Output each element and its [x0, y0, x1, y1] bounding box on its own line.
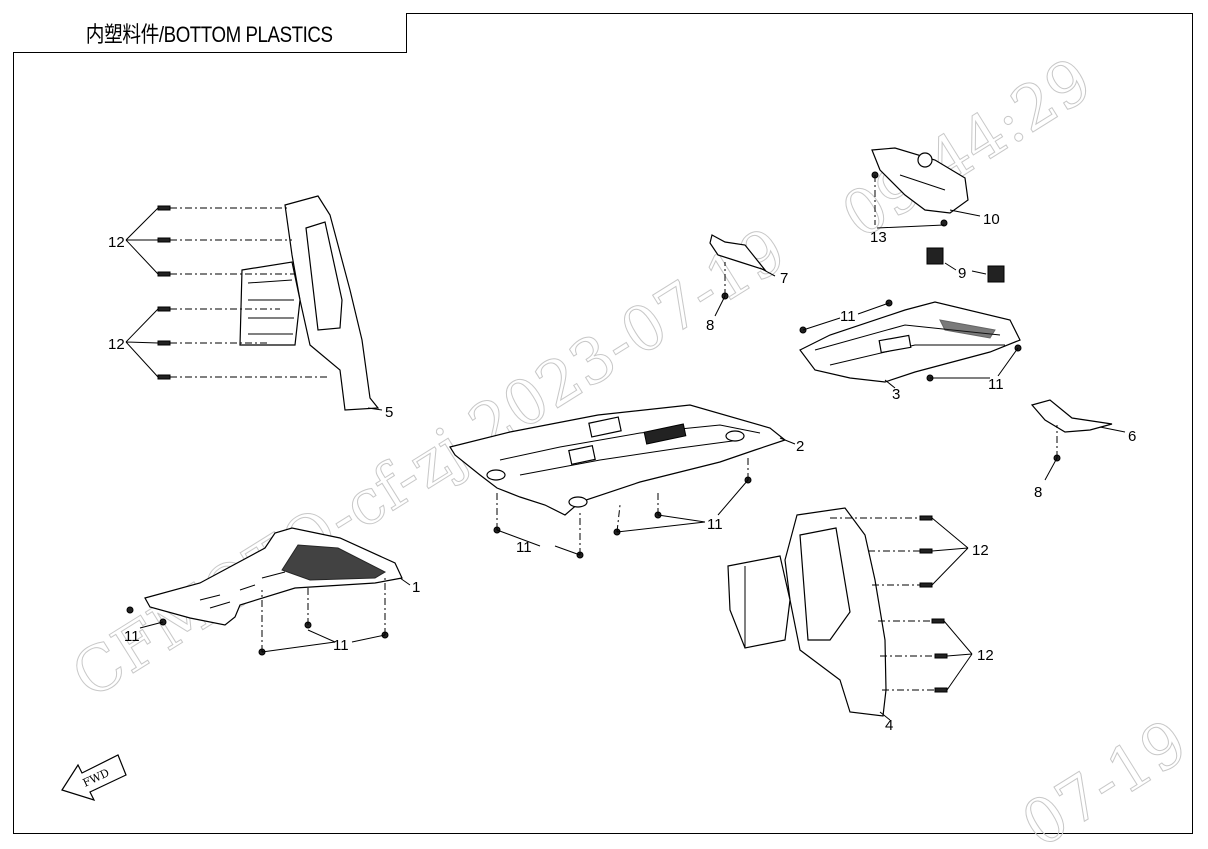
callout-10: 10: [983, 211, 1000, 228]
part-4-fasteners: [830, 515, 973, 721]
callout-6: 6: [1128, 428, 1136, 445]
callout-11a: 11: [124, 628, 140, 645]
callout-11f: 11: [988, 376, 1004, 393]
callout-2: 2: [796, 438, 804, 455]
part-5-left-guard: [239, 195, 380, 411]
part-4-right-guard: [727, 507, 887, 717]
callout-3: 3: [892, 386, 900, 403]
part-2-main-floor: [449, 404, 787, 516]
part-6-bracket: [1030, 399, 1126, 481]
callout-9: 9: [958, 265, 966, 282]
watermark-text-3: 07-19: [1009, 705, 1199, 849]
part-3-rear-tray: [799, 301, 1021, 383]
part-1-front-skid: [144, 527, 403, 626]
fwd-arrow-icon: FWD: [61, 754, 127, 801]
callout-12a: 12: [108, 234, 125, 251]
callout-7: 7: [780, 270, 788, 287]
callout-11d: 11: [707, 516, 723, 533]
watermark-text-2: 09:44:29: [829, 43, 1104, 252]
callout-11c: 11: [516, 539, 532, 556]
callout-1: 1: [412, 579, 420, 596]
callout-12b: 12: [108, 336, 125, 353]
part-10-bracket: [871, 147, 969, 214]
page-title: 内塑料件/BOTTOM PLASTICS: [86, 21, 333, 47]
part-1-fasteners: [126, 575, 411, 656]
callout-12d: 12: [977, 647, 994, 664]
callout-12c: 12: [972, 542, 989, 559]
callout-8a: 8: [706, 317, 714, 334]
part-13-fasteners: [871, 171, 981, 229]
callout-13: 13: [870, 229, 887, 246]
callout-11b: 11: [333, 637, 349, 654]
part-3-fasteners: [799, 299, 1022, 389]
drawing-frame: [13, 13, 1193, 834]
title-box: 内塑料件/BOTTOM PLASTICS: [13, 13, 407, 53]
callout-5: 5: [385, 404, 393, 421]
part-9-clips: [926, 247, 1005, 283]
callout-8b: 8: [1034, 484, 1042, 501]
part-7-bracket: [709, 234, 776, 317]
part-2-fasteners: [493, 437, 796, 559]
part-5-fasteners: [125, 205, 383, 411]
callout-11e: 11: [840, 308, 856, 325]
callout-4: 4: [885, 717, 893, 734]
